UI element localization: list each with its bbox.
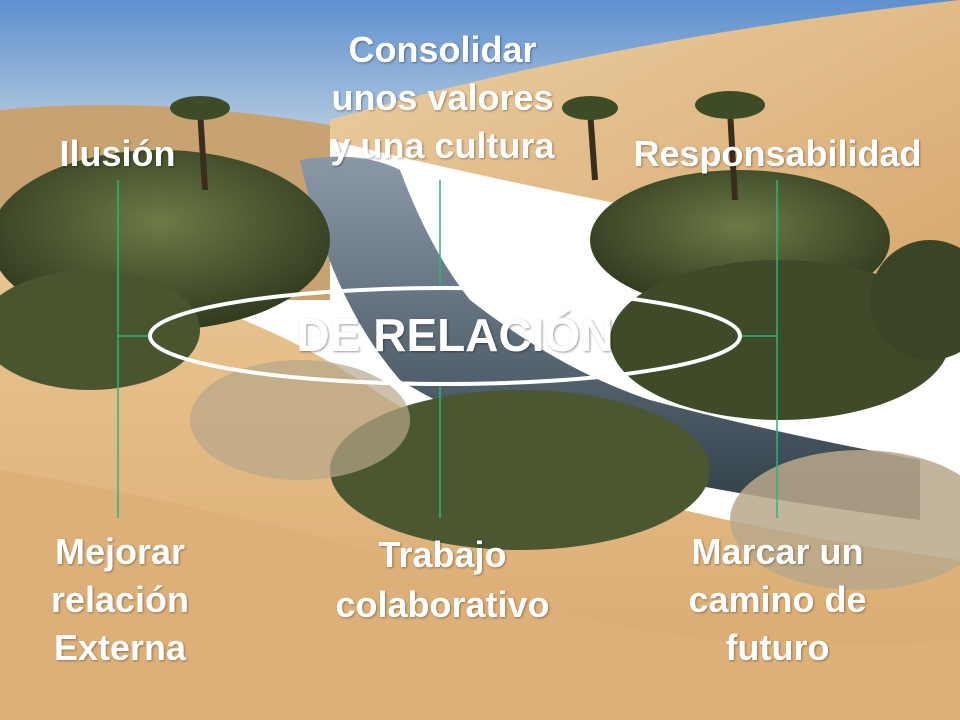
node-consolidar-line-1: Consolidar — [348, 29, 537, 70]
vegetation-right-mid — [610, 260, 950, 420]
vegetation-center-bottom — [330, 390, 710, 550]
node-consolidar-line-2: unos valores — [331, 76, 554, 118]
node-trabajo-line-1: Trabajo — [378, 534, 507, 575]
palm-tree — [197, 109, 738, 201]
node-mejorar-relacion: Mejorar relación Externa — [20, 528, 220, 672]
node-marcar-line-2: camino de — [688, 578, 867, 620]
node-consolidar-line-3: y una cultura — [330, 124, 555, 166]
central-ellipse — [148, 286, 742, 386]
node-marcar-line-3: futuro — [725, 626, 830, 668]
center-title: DE RELACIÓN — [296, 309, 614, 361]
node-mejorar-line-3: Externa — [53, 626, 187, 668]
node-trabajo-line-2: colaborativo — [335, 584, 550, 626]
water-channel — [300, 156, 920, 520]
node-trabajo-colaborativo: Trabajo colaborativo — [300, 530, 585, 631]
foreground-dune — [0, 470, 960, 720]
node-marcar-line-1: Marcar un — [691, 531, 864, 572]
node-consolidar: Consolidar unos valores y una cultura — [300, 26, 585, 170]
node-responsabilidad: Responsabilidad — [633, 133, 922, 174]
reeds-right — [730, 450, 960, 590]
node-marcar-camino: Marcar un camino de futuro — [660, 528, 895, 672]
vegetation-left-low — [0, 270, 200, 390]
connector-lines — [117, 180, 778, 518]
palm-fronds — [170, 91, 765, 120]
node-mejorar-line-2: relación — [50, 578, 190, 620]
node-ilusion: Ilusión — [59, 133, 176, 174]
node-mejorar-line-1: Mejorar — [54, 531, 186, 572]
vegetation-far-right — [870, 240, 960, 360]
reeds-left — [190, 360, 410, 480]
